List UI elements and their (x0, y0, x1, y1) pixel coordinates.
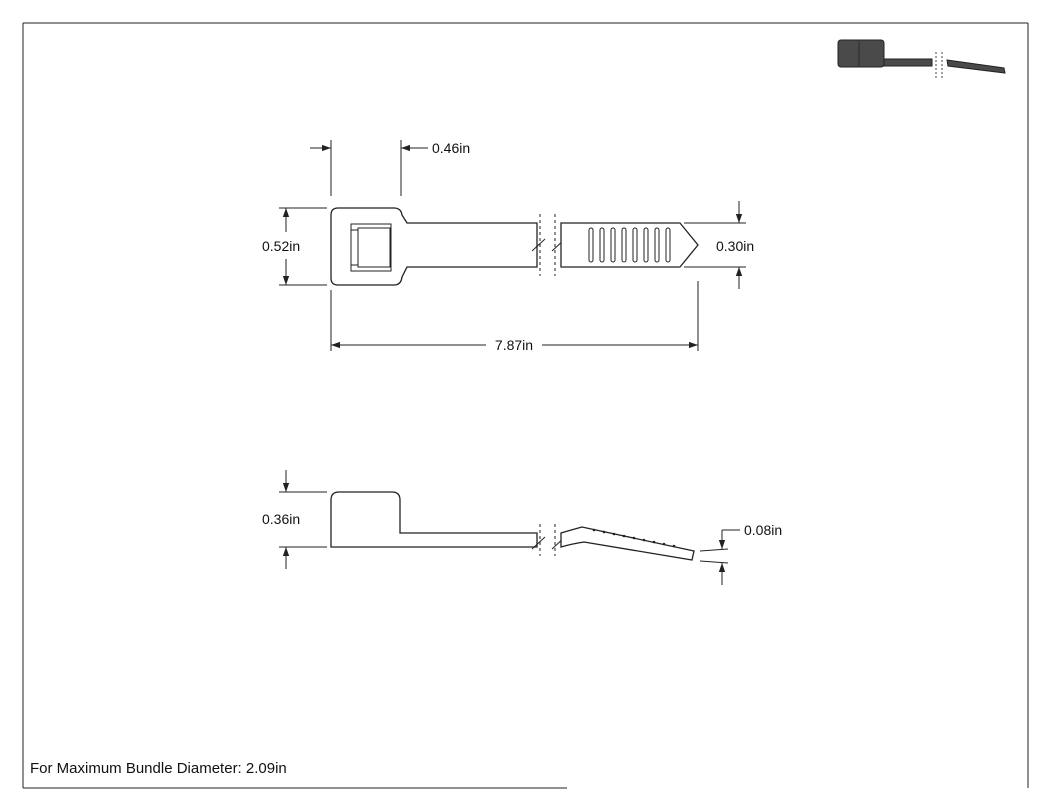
dimension-head-width: 0.52in (262, 207, 327, 286)
label-overall-length: 7.87in (495, 337, 533, 353)
dimension-tip-width: 0.30in (684, 201, 754, 289)
label-head-height: 0.36in (262, 511, 300, 527)
label-strap-thickness: 0.08in (744, 522, 782, 538)
bundle-diameter-note: For Maximum Bundle Diameter: 2.09in (30, 760, 287, 777)
ratchet-slots (588, 227, 671, 263)
dimension-strap-thickness: 0.08in (699, 522, 782, 585)
drawing-border (22, 22, 1029, 789)
cable-tie-side-view (330, 491, 695, 561)
dimension-overall-length: 7.87in (330, 281, 699, 353)
dimension-head-height: 0.36in (262, 470, 327, 569)
label-tip-width: 0.30in (716, 238, 754, 254)
dimension-head-length: 0.46in (310, 140, 470, 196)
label-head-length: 0.46in (432, 140, 470, 156)
cable-tie-top-view (330, 207, 699, 286)
ratchet-teeth (592, 528, 676, 548)
label-head-width: 0.52in (262, 238, 300, 254)
thumbnail-3d-view (837, 39, 1006, 78)
